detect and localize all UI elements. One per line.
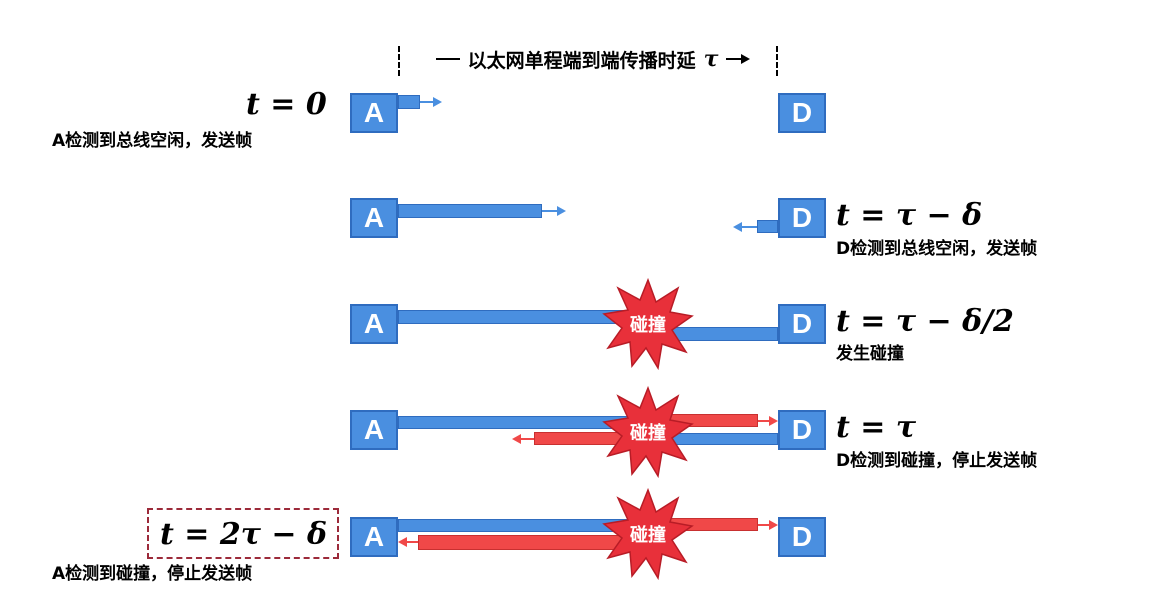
collision-label-row4: 碰撞: [630, 423, 666, 444]
arrow-d-row2: [733, 222, 757, 232]
header-label-text: 以太网单程端到端传播时延: [467, 49, 696, 72]
caption-row2: D检测到总线空闲，发送帧: [836, 239, 1038, 259]
caption-row1: A检测到总线空闲，发送帧: [52, 131, 253, 151]
burst-icon: [602, 386, 694, 478]
header-arrow-tail: [435, 58, 460, 60]
node-d-row2: D: [778, 198, 826, 238]
node-a-row3: A: [350, 304, 398, 344]
node-d-row1: D: [778, 93, 826, 133]
collision-label-row5: 碰撞: [630, 525, 666, 546]
arrow-jam-a-row4: [512, 434, 534, 444]
time-label-row4: t = τ: [836, 410, 917, 445]
header-arrow-head: [726, 54, 751, 64]
node-a-row2: A: [350, 198, 398, 238]
node-a-row5: A: [350, 517, 398, 557]
time-label-row5: t = 2τ − δ: [160, 517, 327, 552]
header-right-tick: [776, 46, 778, 76]
header-tau: τ: [703, 46, 719, 72]
frame-a-row3: [398, 310, 630, 324]
arrow-jam-d-row5: [758, 520, 778, 530]
caption-row4: D检测到碰撞，停止发送帧: [836, 451, 1038, 471]
node-d-row5: D: [778, 517, 826, 557]
burst-icon: [602, 488, 694, 580]
caption-row3: 发生碰撞: [836, 344, 904, 364]
highlight-box-row5: [147, 508, 339, 559]
collision-burst-row5: 碰撞: [602, 488, 694, 580]
arrow-jam-a-row5: [398, 537, 418, 547]
frame-a-row2: [398, 204, 542, 218]
node-d-row4: D: [778, 410, 826, 450]
collision-label-row3: 碰撞: [630, 315, 666, 336]
frame-d-row2: [757, 220, 778, 233]
caption-row5: A检测到碰撞，停止发送帧: [52, 564, 253, 584]
arrow-a-row2: [542, 206, 566, 216]
header-propagation-delay: 以太网单程端到端传播时延 τ: [402, 46, 776, 72]
arrow-jam-d-row4: [758, 416, 778, 426]
node-a-row4: A: [350, 410, 398, 450]
time-label-row3: t = τ − δ/2: [836, 304, 1014, 339]
burst-icon: [602, 278, 694, 370]
header-left-tick: [398, 46, 400, 76]
node-a-row1: A: [350, 93, 398, 133]
time-label-row2: t = τ − δ: [836, 198, 983, 233]
collision-burst-row4: 碰撞: [602, 386, 694, 478]
arrow-a-row1: [420, 97, 442, 107]
frame-a-row1: [398, 95, 420, 109]
collision-burst-row3: 碰撞: [602, 278, 694, 370]
node-d-row3: D: [778, 304, 826, 344]
time-label-row1: t = 0: [246, 87, 327, 122]
